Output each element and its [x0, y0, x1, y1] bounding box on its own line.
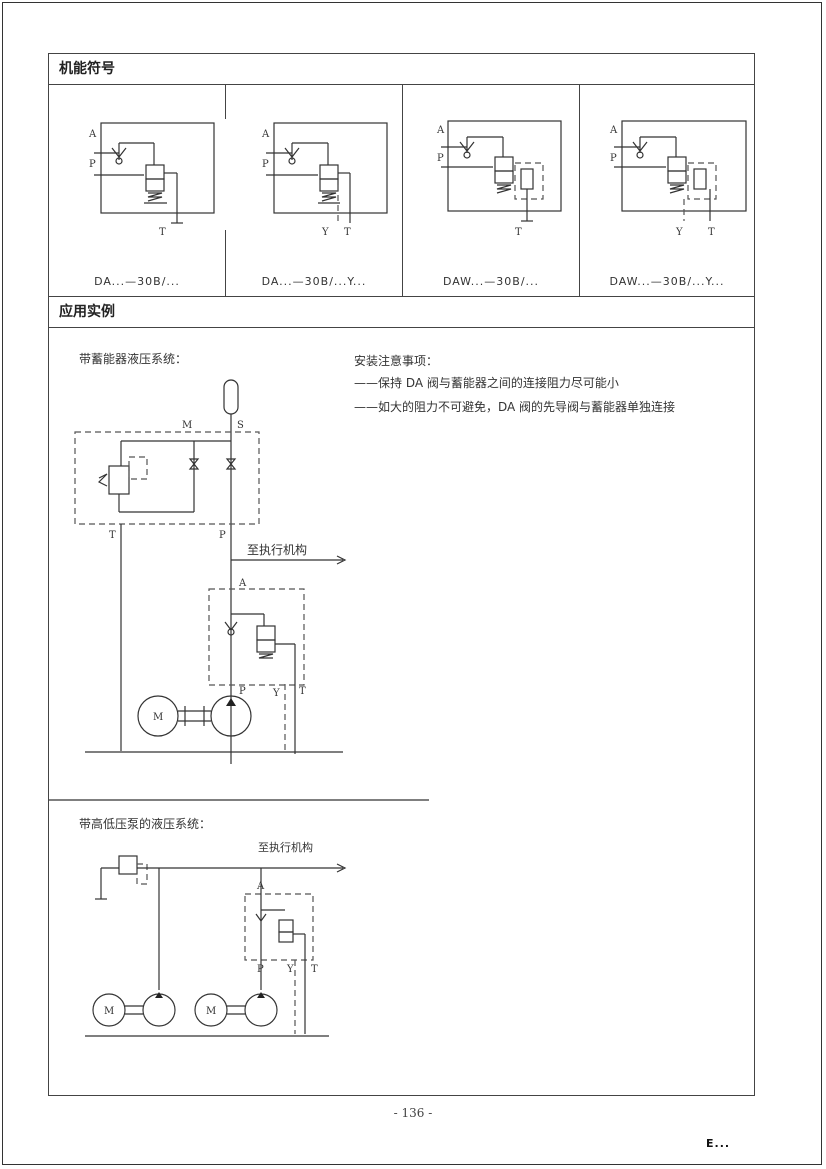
svg-text:Y: Y [321, 227, 329, 238]
svg-text:T: T [159, 227, 166, 238]
valve-symbol-da-y: A P Y T [261, 122, 388, 238]
example2-diagram: A P Y T M M [85, 855, 347, 1037]
section-title-examples: 应用实例 [49, 297, 754, 328]
content-frame: 机能符号 A [48, 53, 755, 1096]
symbol-da: A P T DA...—30B/... [49, 85, 225, 296]
divider [579, 85, 580, 296]
svg-text:P: P [610, 153, 617, 164]
divider [225, 85, 226, 119]
svg-text:T: T [515, 227, 522, 238]
svg-text:T: T [299, 686, 306, 697]
symbol-caption: DA...—30B/... [94, 275, 180, 288]
svg-text:T: T [708, 227, 715, 238]
svg-text:A: A [88, 129, 97, 140]
corner-mark: E... [706, 1137, 731, 1150]
notes-line-1: ——保持 DA 阀与蓄能器之间的连接阻力尽可能小 [354, 376, 619, 390]
notes-title: 安装注意事项： [354, 354, 439, 368]
svg-text:S: S [237, 420, 244, 431]
svg-text:A: A [238, 578, 247, 589]
svg-text:P: P [437, 153, 444, 164]
svg-text:A: A [609, 125, 618, 136]
svg-text:M: M [104, 1006, 114, 1017]
svg-text:P: P [257, 964, 264, 975]
example1-diagram: M S T P A P Y T M [49, 379, 429, 801]
svg-text:P: P [262, 159, 269, 170]
symbol-caption: DAW...—30B/... [442, 275, 540, 288]
symbols-row: A P T DA...—30B/... [49, 85, 754, 297]
symbol-caption: DA...—30B/...Y... [261, 275, 367, 288]
svg-text:T: T [344, 227, 351, 238]
symbol-daw: A P T DAW...—30B/... [403, 85, 579, 296]
example2-title: 带高低压泵的液压系统： [79, 817, 212, 831]
svg-text:Y: Y [286, 964, 294, 975]
svg-text:T: T [311, 964, 318, 975]
symbol-daw-y: A P Y T DAW...—30B/...Y... [580, 85, 754, 296]
example2-to-actuator: 至执行机构 [258, 841, 313, 854]
svg-text:P: P [219, 530, 226, 541]
notes-line-2: ——如大的阻力不可避免，DA 阀的先导阀与蓄能器单独连接 [354, 400, 676, 414]
svg-text:A: A [261, 129, 270, 140]
svg-text:M: M [182, 420, 192, 431]
symbol-caption: DAW...—30B/...Y... [609, 275, 725, 288]
example1-title: 带蓄能器液压系统： [79, 352, 188, 366]
svg-text:Y: Y [675, 227, 683, 238]
page-number: - 136 - [393, 1106, 433, 1120]
svg-text:P: P [89, 159, 96, 170]
svg-text:P: P [239, 686, 246, 697]
section-title-symbols: 机能符号 [49, 54, 754, 85]
valve-symbol-da: A P T [88, 122, 215, 238]
example1-to-actuator: 至执行机构 [247, 543, 308, 557]
svg-text:M: M [206, 1006, 216, 1017]
svg-text:A: A [436, 125, 445, 136]
svg-text:T: T [109, 530, 116, 541]
valve-symbol-daw-y: A P Y T [609, 120, 747, 238]
svg-text:M: M [153, 712, 163, 723]
divider [225, 230, 226, 296]
valve-symbol-daw: A P T [436, 120, 562, 238]
symbol-da-y: A P Y T DA...—30B/...Y... [226, 85, 402, 296]
svg-text:Y: Y [272, 688, 280, 699]
divider [402, 85, 403, 296]
